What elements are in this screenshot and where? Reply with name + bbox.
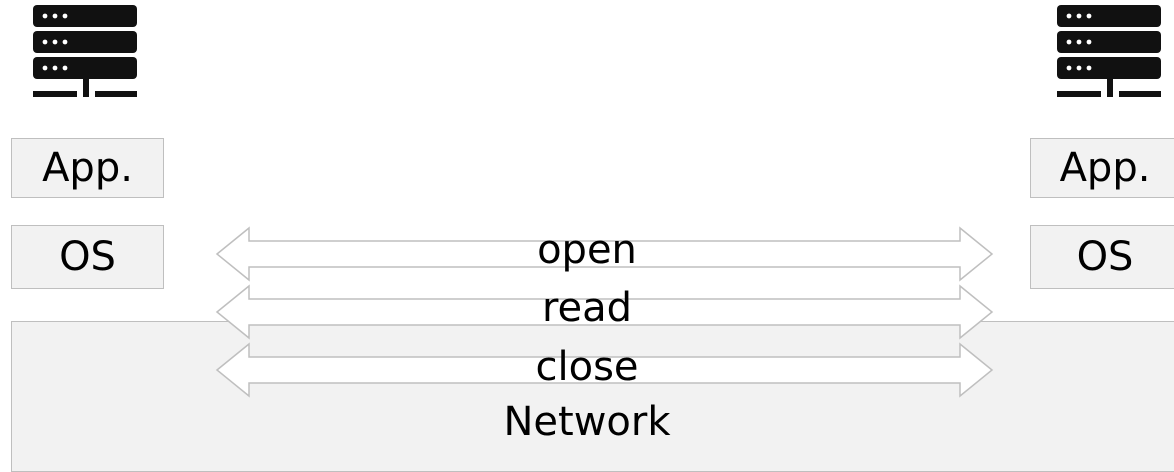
rack-unit xyxy=(33,31,137,53)
server-icon xyxy=(1057,5,1161,97)
os-box-left: OS xyxy=(11,225,164,289)
os-label: OS xyxy=(59,234,116,280)
close-arrow xyxy=(215,342,994,398)
server-icon xyxy=(33,5,137,97)
open-arrow xyxy=(215,226,994,282)
close-label: close xyxy=(535,344,639,390)
app-label: App. xyxy=(42,145,133,191)
rack-unit xyxy=(33,5,137,27)
open-label: open xyxy=(537,227,637,273)
rack-unit xyxy=(1057,31,1161,53)
rack-unit xyxy=(1057,57,1161,79)
os-label: OS xyxy=(1076,234,1134,280)
rack-unit xyxy=(33,57,137,79)
app-box-left: App. xyxy=(11,138,164,198)
os-box-right: OS xyxy=(1030,225,1174,289)
read-label: read xyxy=(541,285,633,331)
app-label: App. xyxy=(1059,145,1151,191)
network-label: Network xyxy=(503,399,671,445)
rack-unit xyxy=(1057,5,1161,27)
app-box-right: App. xyxy=(1030,138,1174,198)
read-arrow xyxy=(215,284,994,340)
